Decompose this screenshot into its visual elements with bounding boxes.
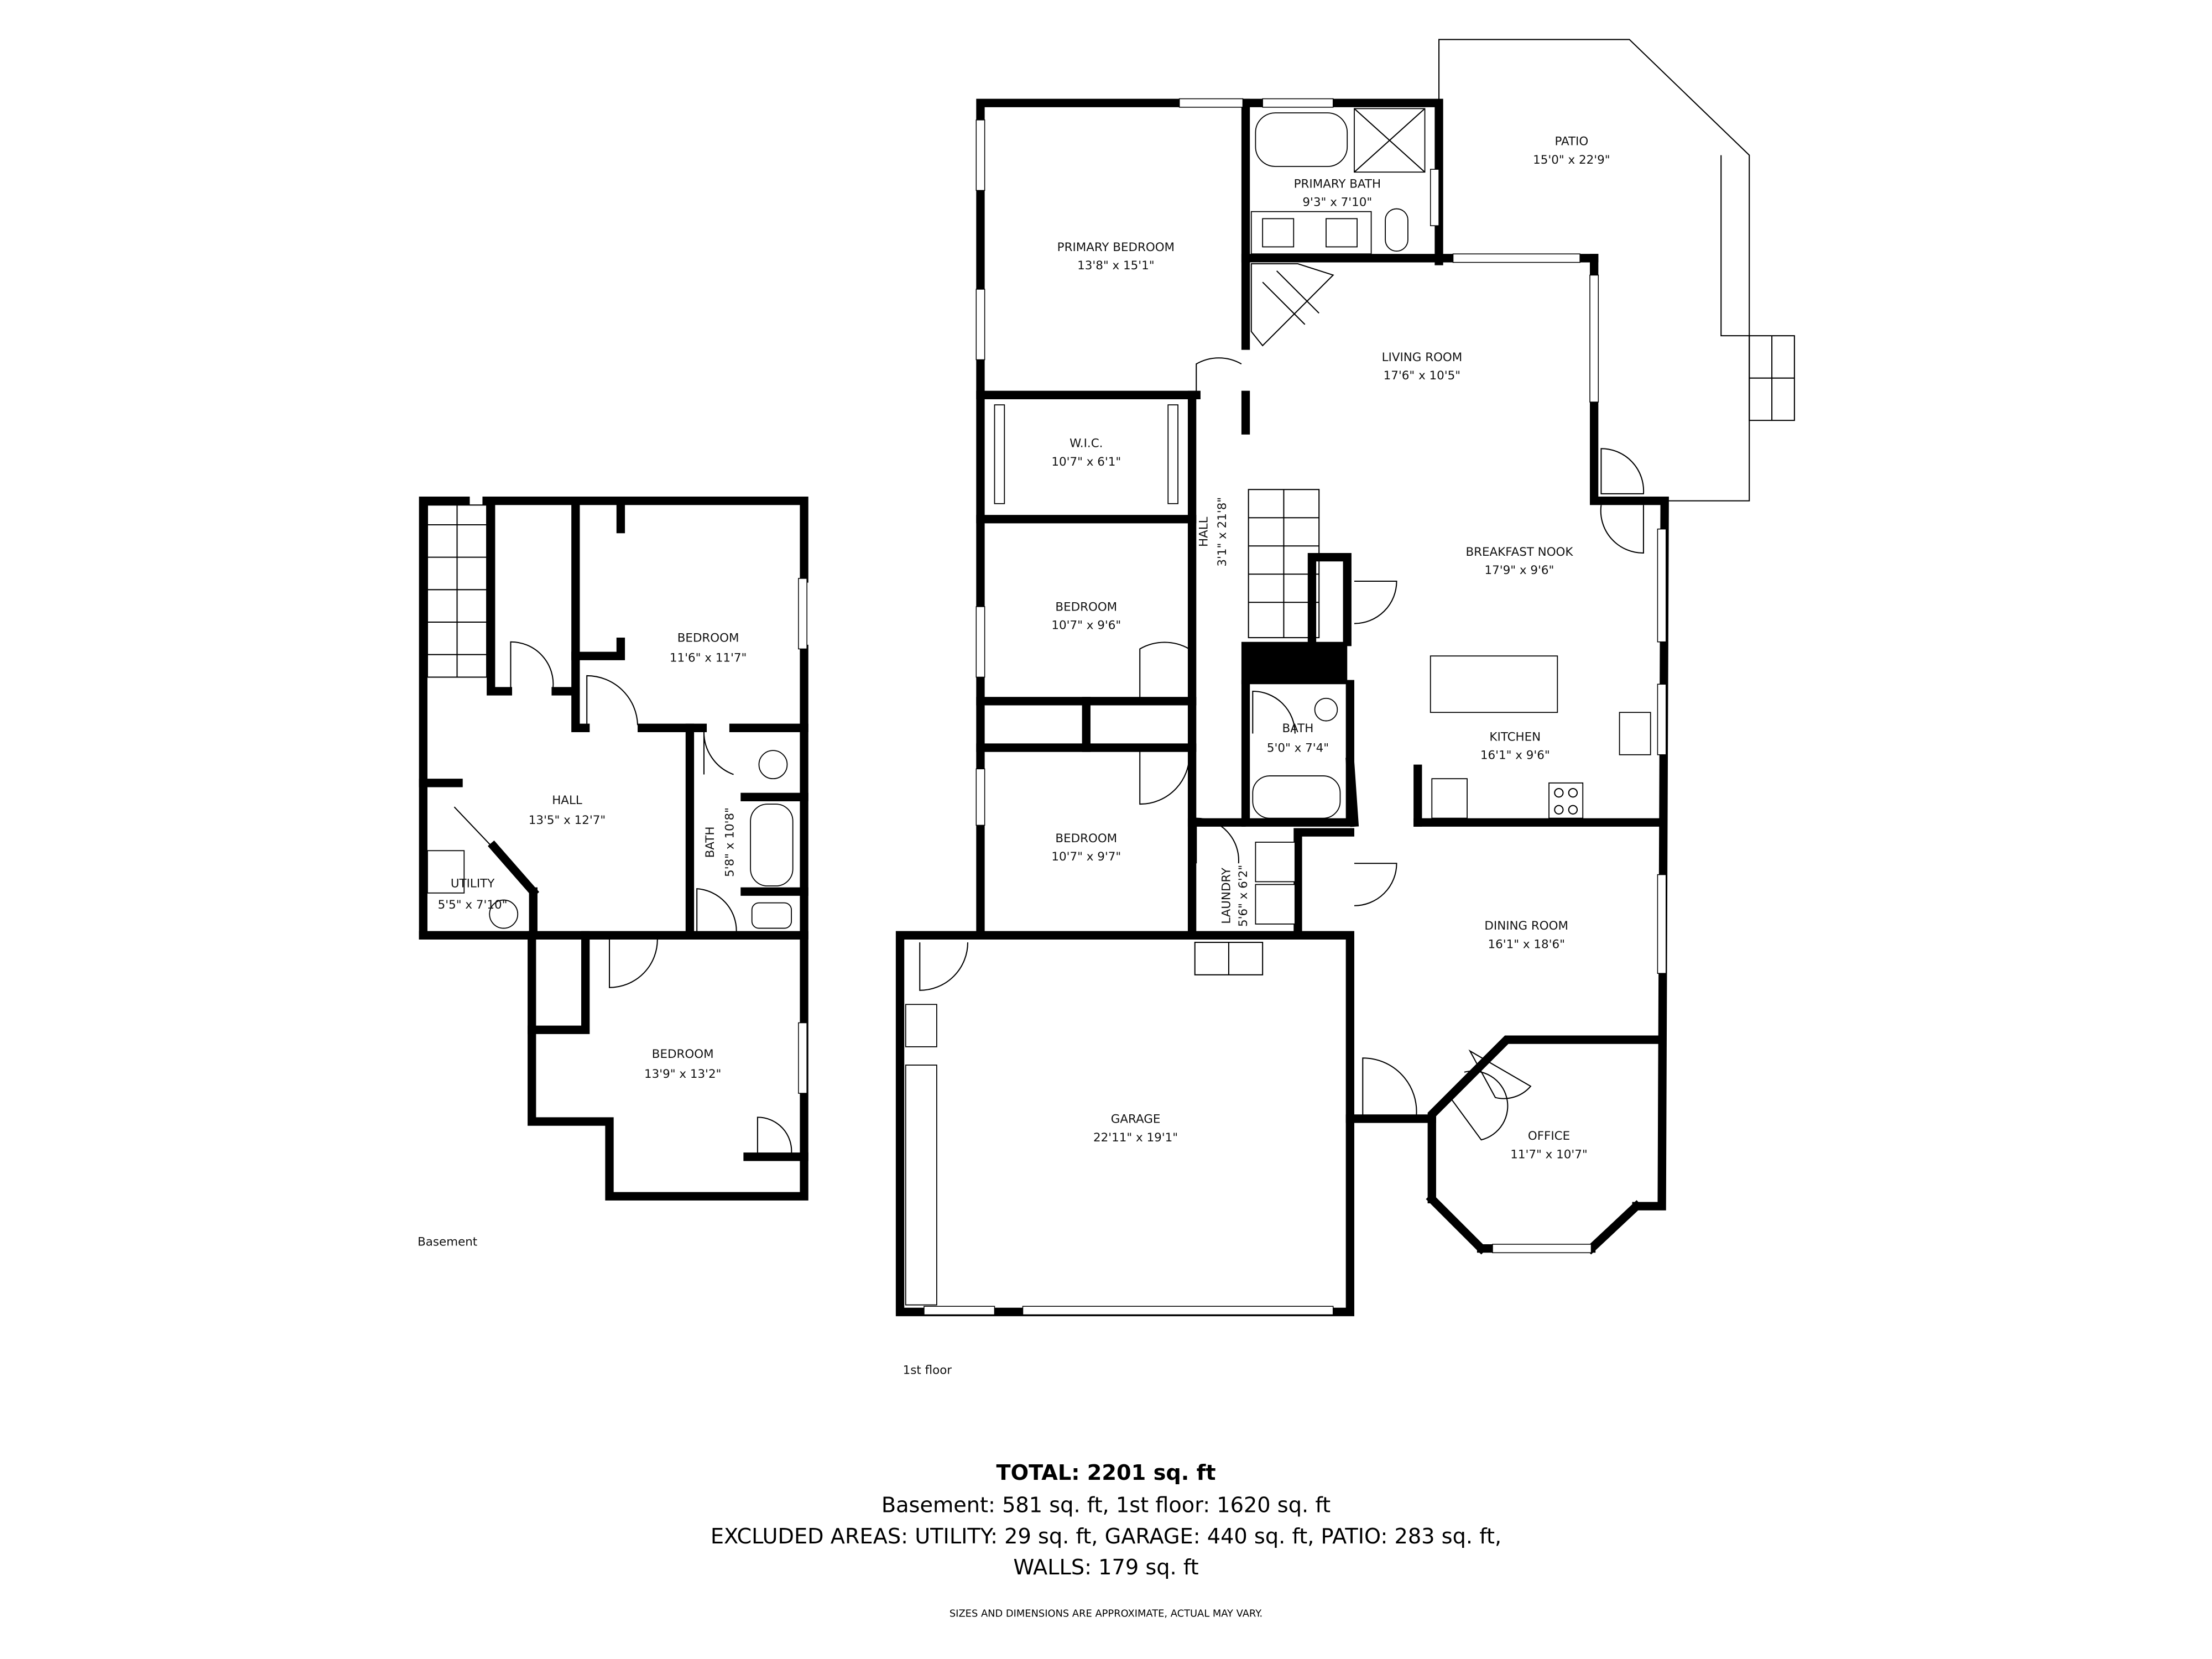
window: [798, 578, 807, 650]
room-dimensions: 13'9" x 13'2": [644, 1067, 721, 1081]
room-dimensions: 16'1" x 18'6": [1488, 937, 1564, 951]
walls-area: WALLS: 179 sq. ft: [1013, 1555, 1198, 1580]
water-heater-icon: [427, 850, 465, 894]
room-dimensions: 9'3" x 7'10": [1302, 195, 1372, 209]
room-name: BREAKFAST NOOK: [1465, 545, 1573, 559]
room-dimensions: 17'6" x 10'5": [1384, 369, 1460, 383]
workbench-icon: [905, 1004, 937, 1047]
first-floor-doors: [919, 357, 1645, 1141]
toilet-icon: [751, 902, 792, 929]
sink-icon: [1326, 218, 1358, 248]
room-name: PRIMARY BATH: [1294, 177, 1381, 191]
room-dimensions: 5'5" x 7'10": [438, 898, 508, 912]
floor-areas: Basement: 581 sq. ft, 1st floor: 1620 sq…: [881, 1493, 1331, 1518]
kitchen-sink-icon: [1619, 712, 1651, 755]
shelving-icon: [905, 1065, 937, 1306]
patio-outline: [1438, 39, 1795, 502]
room-dimensions: 16'1" x 9'6": [1480, 748, 1550, 762]
room-name: BEDROOM: [1055, 601, 1117, 614]
room-name: BATH: [703, 827, 717, 858]
room-name: LIVING ROOM: [1382, 351, 1463, 364]
basement-labels: BEDROOM 11'6" x 11'7" HALL 13'5" x 12'7"…: [418, 632, 747, 1249]
room-name: KITCHEN: [1489, 730, 1541, 744]
room-dimensions: 11'6" x 11'7": [670, 651, 747, 665]
bathtub-icon: [1252, 775, 1341, 819]
room-dimensions: 13'8" x 15'1": [1077, 259, 1154, 273]
room-name: HALL: [552, 794, 582, 807]
room-name: BEDROOM: [677, 632, 739, 645]
basement-fixtures: [427, 578, 807, 1094]
closet-rod: [994, 404, 1005, 504]
closet-rod: [1167, 404, 1178, 504]
sink-icon: [758, 750, 788, 780]
room-name: OFFICE: [1528, 1129, 1570, 1143]
basement-walls: [419, 496, 808, 1201]
room-dimensions: 15'0" x 22'9": [1533, 153, 1610, 167]
furnace-icon: [489, 899, 519, 929]
room-name: PATIO: [1554, 135, 1588, 149]
room-name: GARAGE: [1111, 1113, 1161, 1126]
basement-plan: BEDROOM 11'6" x 11'7" HALL 13'5" x 12'7"…: [418, 496, 808, 1249]
room-name: DINING ROOM: [1484, 919, 1568, 933]
room-name: W.I.C.: [1070, 437, 1103, 451]
first-floor-stairs: [1194, 263, 1334, 975]
dryer-icon: [1255, 884, 1296, 925]
refrigerator-icon: [1431, 778, 1468, 819]
room-name: UTILITY: [451, 877, 495, 891]
chimney-block: [1241, 641, 1348, 685]
room-name: LAUNDRY: [1219, 867, 1233, 924]
room-dimensions: 13'5" x 12'7": [529, 813, 606, 827]
kitchen-island: [1430, 655, 1558, 713]
floor-label: Basement: [418, 1235, 477, 1249]
basement-stairs: [426, 504, 488, 678]
first-floor-plan: PRIMARY BEDROOM 13'8" x 15'1" PRIMARY BA…: [895, 39, 1795, 1378]
room-dimensions: 5'0" x 7'4": [1267, 742, 1329, 755]
room-dimensions: 10'7" x 9'7": [1051, 850, 1121, 864]
toilet-icon: [1385, 208, 1408, 252]
first-floor-labels: PRIMARY BEDROOM 13'8" x 15'1" PRIMARY BA…: [903, 135, 1610, 1378]
sink-icon: [1314, 697, 1338, 722]
room-name: BEDROOM: [652, 1047, 714, 1061]
room-dimensions: 3'1" x 21'8": [1215, 497, 1229, 567]
stove-icon: [1548, 782, 1584, 819]
room-dimensions: 5'6" x 6'2": [1237, 865, 1250, 927]
sink-icon: [1262, 218, 1295, 248]
room-name: BEDROOM: [1055, 832, 1117, 846]
excluded-areas: EXCLUDED AREAS: UTILITY: 29 sq. ft, GARA…: [711, 1524, 1501, 1549]
bathtub-icon: [750, 804, 794, 886]
room-dimensions: 11'7" x 10'7": [1510, 1147, 1587, 1161]
room-dimensions: 10'7" x 6'1": [1051, 455, 1121, 469]
room-dimensions: 10'7" x 9'6": [1051, 619, 1121, 633]
room-name: PRIMARY BEDROOM: [1057, 241, 1175, 254]
area-summary: TOTAL: 2201 sq. ft Basement: 581 sq. ft,…: [711, 1460, 1501, 1619]
disclaimer: SIZES AND DIMENSIONS ARE APPROXIMATE, AC…: [950, 1608, 1262, 1619]
room-dimensions: 22'11" x 19'1": [1093, 1131, 1178, 1145]
washer-icon: [1255, 842, 1296, 883]
room-name: BATH: [1282, 722, 1314, 735]
bathtub-icon: [1255, 112, 1348, 167]
first-floor-fixtures: [905, 98, 1667, 1316]
floor-label: 1st floor: [903, 1364, 952, 1378]
room-dimensions: 5'8" x 10'8": [723, 807, 737, 877]
garage-door: [1022, 1306, 1334, 1316]
room-dimensions: 17'9" x 9'6": [1485, 564, 1554, 577]
total-area: TOTAL: 2201 sq. ft: [996, 1460, 1215, 1485]
window: [798, 1022, 807, 1094]
basement-doors: [453, 641, 792, 1154]
room-name: HALL: [1197, 517, 1211, 547]
